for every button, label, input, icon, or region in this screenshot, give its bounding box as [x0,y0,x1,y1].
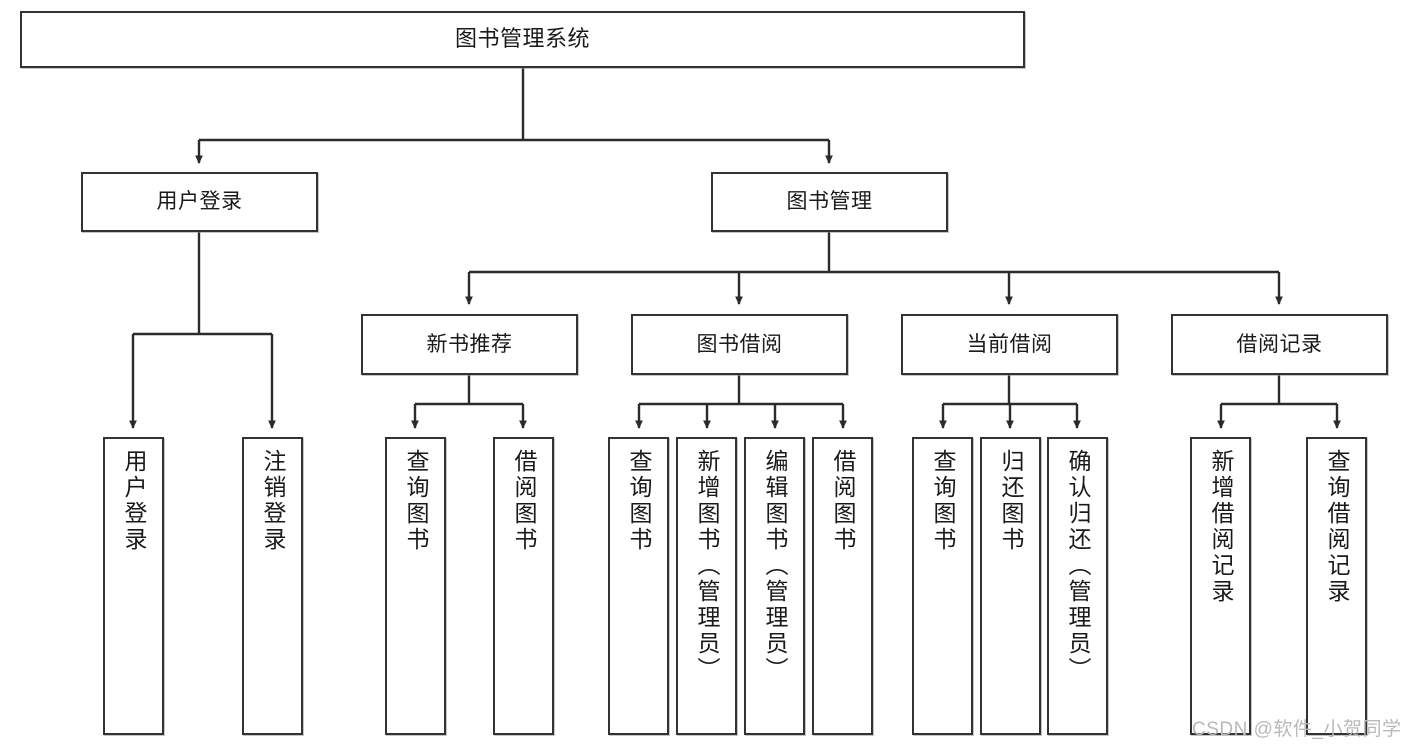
node-label: 新增图书（管理员） [694,449,720,683]
node-current-borrow[interactable]: 当前借阅 [901,314,1118,375]
node-label: 查询借阅记录 [1324,449,1350,605]
node-label: 查询图书 [626,449,652,553]
node-label: 借阅图书 [830,449,856,553]
node-label: 编辑图书（管理员） [762,449,788,683]
leaf-borrow-borrow-book[interactable]: 借阅图书 [812,437,873,735]
node-label: 归还图书 [998,449,1024,553]
leaf-borrow-add-book-admin[interactable]: 新增图书（管理员） [676,437,737,735]
leaf-record-query-record[interactable]: 查询借阅记录 [1306,437,1367,735]
node-label: 图书管理系统 [454,26,590,52]
node-label: 注销登录 [260,449,286,553]
node-label: 用户登录 [121,449,147,553]
node-user-login[interactable]: 用户登录 [81,172,318,232]
node-new-book-recommend[interactable]: 新书推荐 [361,314,578,375]
node-label: 新书推荐 [426,332,513,356]
node-label: 图书借阅 [696,332,783,356]
node-root-system[interactable]: 图书管理系统 [20,11,1025,68]
leaf-recommend-query-book[interactable]: 查询图书 [385,437,446,735]
node-book-management[interactable]: 图书管理 [711,172,948,232]
node-label: 图书管理 [786,190,873,214]
node-borrow-record[interactable]: 借阅记录 [1171,314,1388,375]
node-label: 用户登录 [156,190,243,214]
node-label: 新增借阅记录 [1208,449,1234,605]
leaf-user-login-login[interactable]: 用户登录 [103,437,164,735]
leaf-borrow-edit-book-admin[interactable]: 编辑图书（管理员） [744,437,805,735]
leaf-user-login-logout[interactable]: 注销登录 [242,437,303,735]
leaf-current-confirm-return-admin[interactable]: 确认归还（管理员） [1047,437,1108,735]
leaf-borrow-query-book[interactable]: 查询图书 [608,437,669,735]
leaf-record-add-record[interactable]: 新增借阅记录 [1190,437,1251,735]
node-label: 查询图书 [930,449,956,553]
node-label: 当前借阅 [966,332,1053,356]
node-label: 确认归还（管理员） [1065,449,1091,683]
leaf-current-query-book[interactable]: 查询图书 [912,437,973,735]
node-label: 借阅记录 [1236,332,1323,356]
leaf-recommend-borrow-book[interactable]: 借阅图书 [493,437,554,735]
node-label: 查询图书 [403,449,429,553]
node-book-borrow[interactable]: 图书借阅 [631,314,848,375]
leaf-current-return-book[interactable]: 归还图书 [980,437,1041,735]
node-label: 借阅图书 [511,449,537,553]
